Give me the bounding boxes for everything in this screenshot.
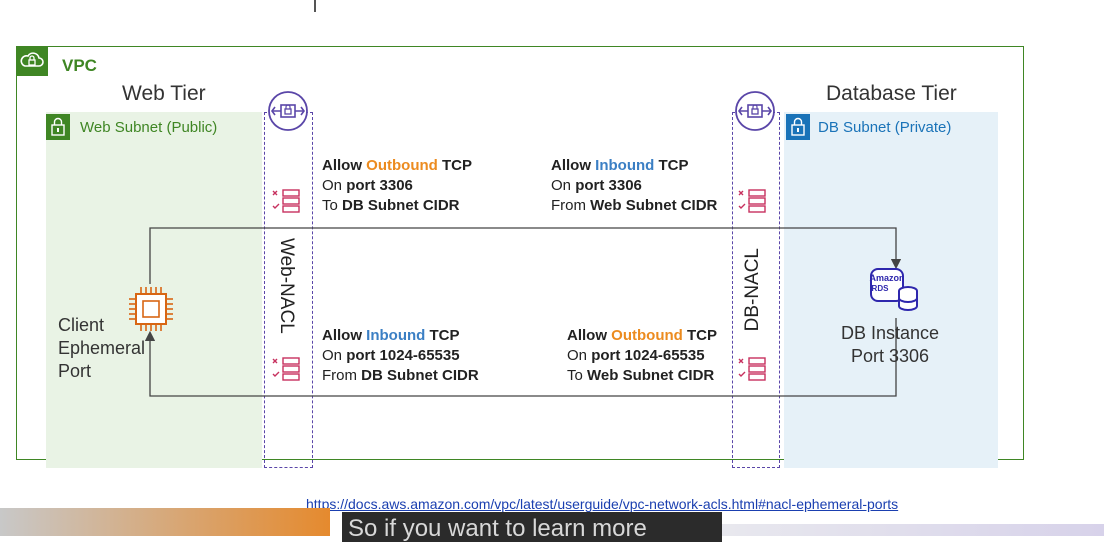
video-caption: So if you want to learn more [342, 512, 722, 542]
rule-list-icon [736, 356, 770, 387]
inbound-keyword: Inbound [366, 327, 426, 344]
vpc-label: VPC [62, 56, 97, 75]
rds-icon-text: RDS [872, 284, 890, 293]
nacl-icon [734, 90, 776, 137]
rule-list-icon [270, 188, 304, 219]
bottom-bar-right [722, 524, 1104, 536]
rule-db-outbound: Allow Outbound TCP On port 1024-65535 To… [567, 327, 717, 384]
lock-icon [46, 114, 70, 140]
rds-icon: Amazon RDS [868, 266, 924, 321]
db-tier-title: Database Tier [826, 82, 957, 105]
db-instance-label: DB Instance Port 3306 [790, 322, 990, 368]
web-nacl-label: Web-NACL [276, 238, 297, 334]
web-tier-title: Web Tier [122, 82, 206, 105]
rule-web-outbound: Allow Outbound TCP On port 3306 To DB Su… [322, 157, 472, 214]
bottom-bar-left [0, 508, 330, 536]
outbound-keyword: Outbound [611, 327, 683, 344]
client-line: Port [58, 361, 92, 381]
vpc-container [16, 46, 1024, 460]
rule-list-icon [270, 356, 304, 387]
client-line: Ephemeral [58, 338, 146, 358]
cloud-lock-icon [16, 46, 48, 76]
rule-list-icon [736, 188, 770, 219]
top-divider [314, 0, 316, 12]
outbound-keyword: Outbound [366, 157, 438, 174]
response-line [144, 318, 897, 397]
rds-icon-text: Amazon [869, 273, 904, 283]
rule-db-inbound: Allow Inbound TCP On port 3306 From Web … [551, 157, 718, 214]
request-line [149, 227, 902, 284]
inbound-keyword: Inbound [595, 157, 655, 174]
web-subnet [46, 112, 262, 468]
web-subnet-label: Web Subnet (Public) [80, 119, 218, 136]
reference-link[interactable]: https://docs.aws.amazon.com/vpc/latest/u… [306, 496, 899, 512]
db-subnet-label: DB Subnet (Private) [818, 119, 952, 136]
db-instance-line: DB Instance [840, 323, 940, 343]
client-label: Client Ephemeral Port [58, 314, 145, 383]
lock-icon [786, 114, 810, 140]
nacl-icon [267, 90, 309, 137]
ec2-instance-icon [126, 284, 176, 339]
rule-web-inbound: Allow Inbound TCP On port 1024-65535 Fro… [322, 327, 479, 384]
db-instance-line: Port 3306 [850, 346, 930, 366]
client-line: Client [58, 315, 105, 335]
